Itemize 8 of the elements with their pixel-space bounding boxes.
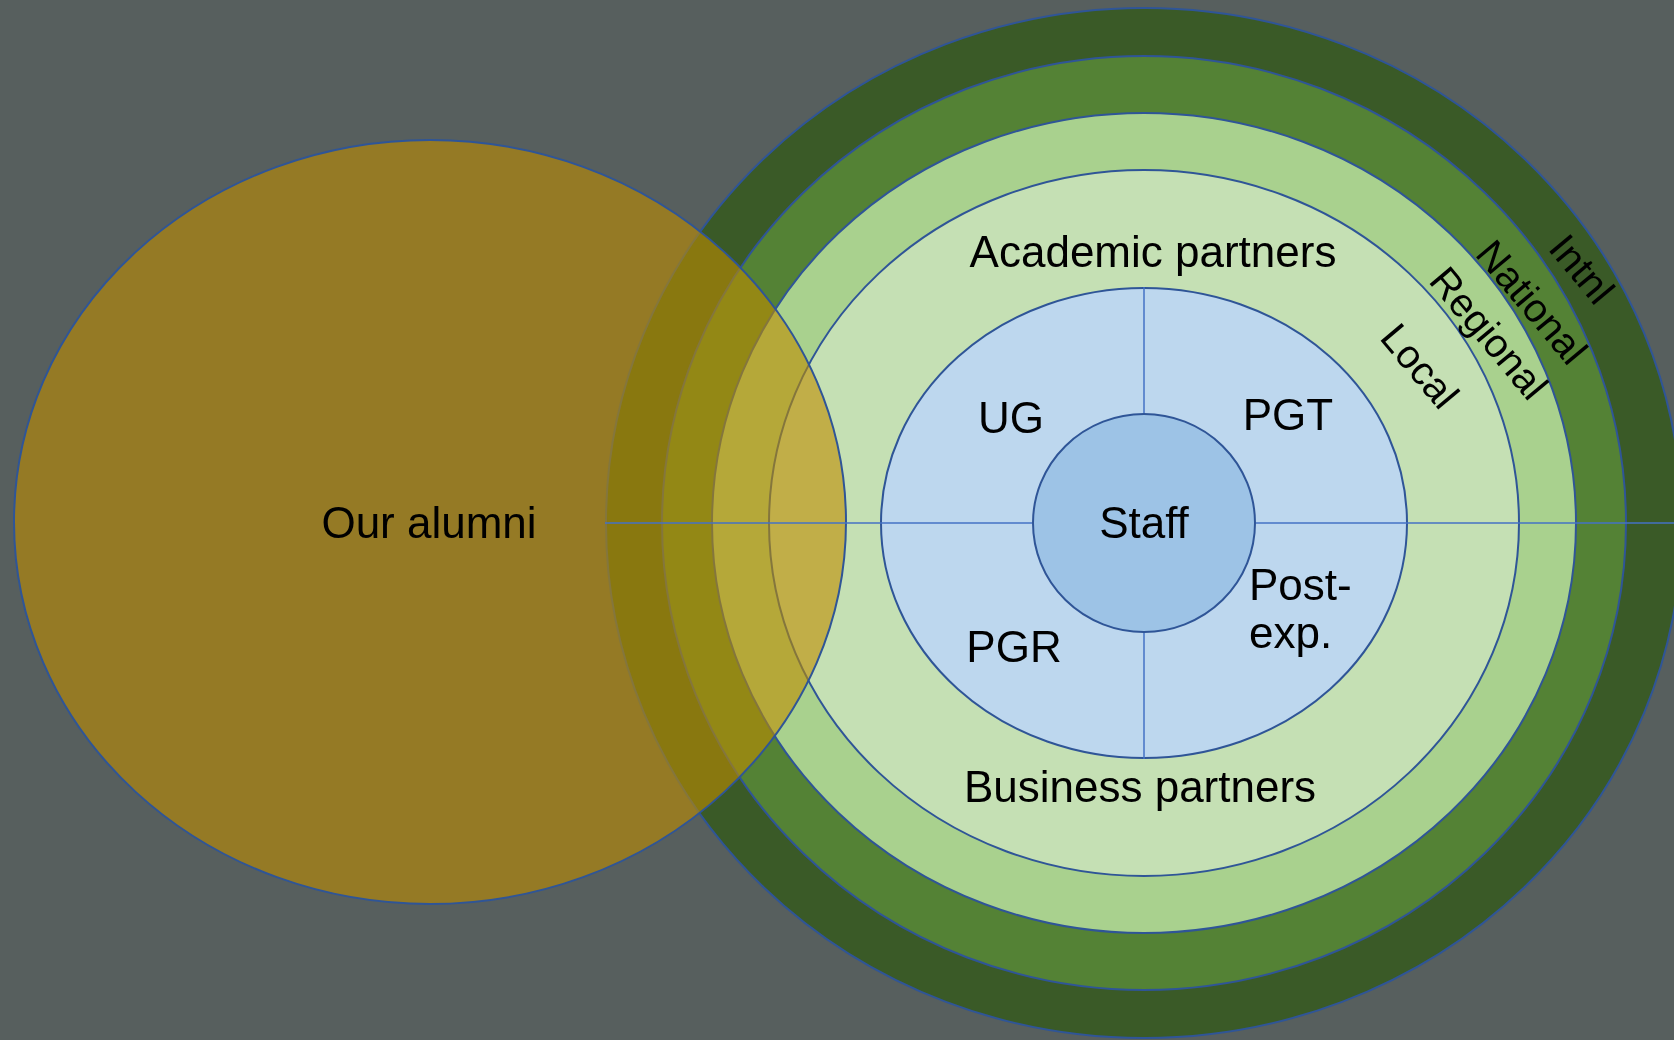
region-label: Our alumni: [321, 498, 537, 548]
region-label: Post-exp.: [1249, 560, 1353, 658]
region-label: Business partners: [963, 762, 1317, 812]
region-label: UG: [978, 393, 1044, 443]
region-label: Academic partners: [969, 227, 1337, 277]
region-label: PGT: [1242, 390, 1334, 440]
region-label: Staff: [1099, 498, 1189, 548]
region-label: PGR: [966, 622, 1062, 672]
